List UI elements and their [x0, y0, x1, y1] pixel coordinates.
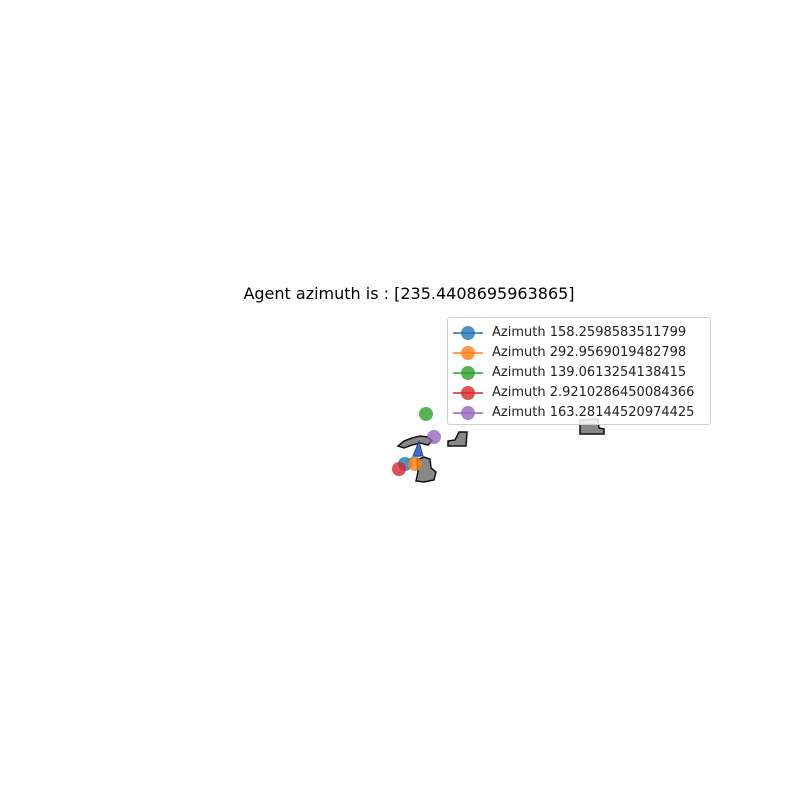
obstacle-left-wall: [396, 435, 434, 449]
legend-label: Azimuth 139.0613254138415: [492, 365, 687, 380]
legend-marker-icon: [453, 366, 483, 380]
azimuth-point: [419, 407, 433, 421]
legend-marker-icon: [453, 346, 483, 360]
legend-item: Azimuth 139.0613254138415: [448, 363, 710, 383]
legend-label: Azimuth 163.28144520974425: [492, 405, 695, 420]
legend: Azimuth 158.2598583511799 Azimuth 292.95…: [447, 317, 711, 425]
legend-item: Azimuth 158.2598583511799: [448, 323, 710, 343]
azimuth-point: [392, 462, 406, 476]
azimuth-points: [392, 407, 441, 476]
legend-marker-icon: [453, 326, 483, 340]
map-title: Agent azimuth is : [235.4408695963865]: [243, 284, 575, 303]
legend-item: Azimuth 2.9210286450084366: [448, 383, 710, 403]
legend-label: Azimuth 158.2598583511799: [492, 325, 687, 340]
legend-marker-icon: [453, 386, 483, 400]
obstacle-layer: [396, 418, 605, 483]
azimuth-point: [427, 430, 441, 444]
azimuth-point: [408, 457, 422, 471]
legend-label: Azimuth 2.9210286450084366: [492, 385, 695, 400]
legend-marker-icon: [453, 406, 483, 420]
legend-item: Azimuth 292.9569019482798: [448, 343, 710, 363]
legend-item: Azimuth 163.28144520974425: [448, 403, 710, 423]
obstacle-step: [447, 431, 468, 447]
legend-label: Azimuth 292.9569019482798: [492, 345, 687, 360]
